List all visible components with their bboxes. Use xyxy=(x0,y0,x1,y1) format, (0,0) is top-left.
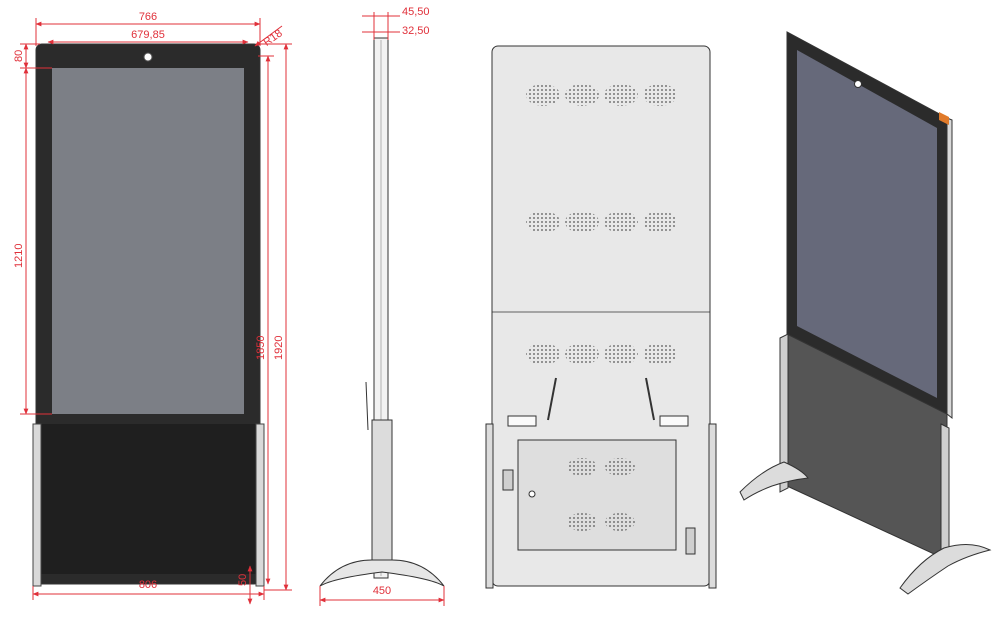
back-service-door xyxy=(517,439,677,551)
vent-row-lower xyxy=(526,343,677,365)
back-hook-right xyxy=(645,377,655,421)
back-hook-left xyxy=(547,377,557,421)
back-right-post xyxy=(708,423,717,589)
dim-corner-radius: R18 xyxy=(261,27,284,48)
front-view: 766 679,85 R18 80 1210 1850 1920 806 50 xyxy=(13,11,292,605)
side-view: 45,50 32,50 450 xyxy=(319,6,445,606)
back-bracket-left xyxy=(507,415,537,427)
iso-left-post xyxy=(779,333,789,493)
front-screen xyxy=(52,68,244,414)
dim-foot-depth: 450 xyxy=(373,585,391,597)
door-vents xyxy=(567,458,635,531)
vent-row-top xyxy=(526,84,677,106)
iso-view xyxy=(739,31,992,595)
io-port xyxy=(502,469,514,491)
dim-top-width: 766 xyxy=(139,11,157,23)
front-left-foot xyxy=(32,423,42,587)
dim-depth-inner: 32,50 xyxy=(402,25,430,37)
vent-row-middle xyxy=(526,211,677,233)
power-switch xyxy=(685,527,696,555)
dim-top-bezel: 80 xyxy=(13,50,25,62)
front-lower-panel xyxy=(40,424,256,574)
iso-screen xyxy=(797,50,937,398)
back-bracket-right xyxy=(659,415,689,427)
iso-right-post xyxy=(940,423,950,557)
dim-inner-width: 679,85 xyxy=(131,29,165,41)
dim-base-width: 806 xyxy=(139,579,157,591)
back-view xyxy=(485,45,717,589)
back-left-post xyxy=(485,423,494,589)
dim-screen-height: 1210 xyxy=(13,244,25,268)
front-camera-icon xyxy=(143,52,153,62)
iso-orange-accent xyxy=(939,112,949,125)
iso-left-foot xyxy=(739,461,809,501)
side-handle xyxy=(365,381,369,431)
iso-camera-icon xyxy=(854,80,862,88)
side-foot xyxy=(319,559,445,587)
dim-inner-height: 1850 xyxy=(255,336,267,360)
iso-side-edge xyxy=(946,117,953,420)
iso-right-foot xyxy=(899,544,992,595)
side-column xyxy=(371,419,393,561)
dim-foot-height: 50 xyxy=(237,574,249,586)
dim-depth-outer: 45,50 xyxy=(402,6,430,18)
dim-total-height: 1920 xyxy=(273,336,285,360)
front-right-foot xyxy=(255,423,265,587)
lock-icon xyxy=(528,490,536,498)
